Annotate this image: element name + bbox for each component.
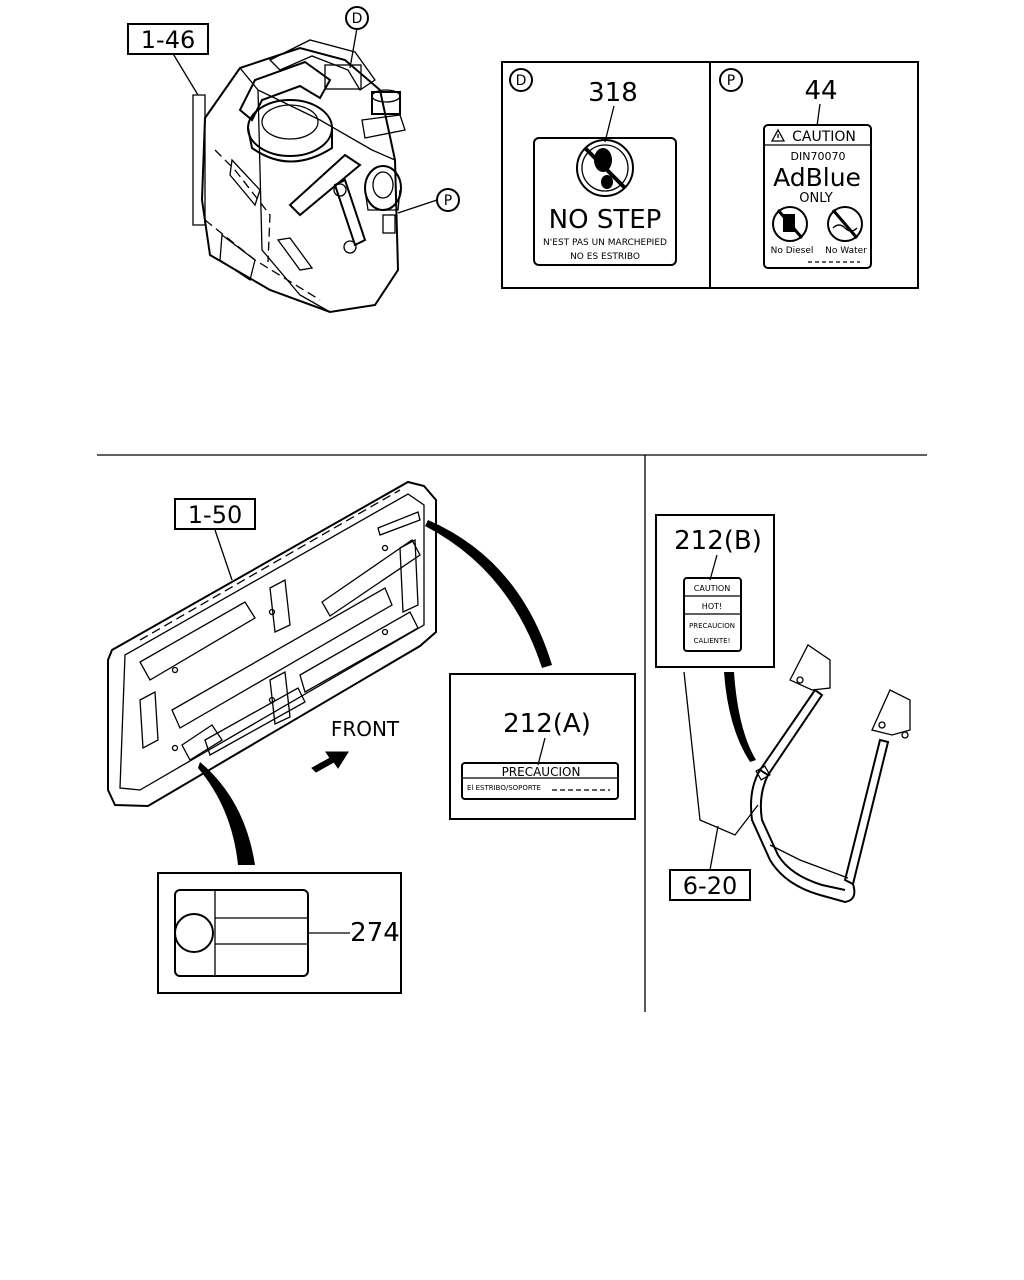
no-step-text: NO STEP bbox=[549, 205, 662, 235]
caliente-text: CALIENTE! bbox=[694, 637, 731, 645]
marker-p-text: P bbox=[444, 193, 452, 209]
label-212a-detail: 212(A) PRECAUCION El ESTRIBO/SOPORTE bbox=[449, 673, 636, 820]
callout-1-50-text: 1-50 bbox=[188, 501, 242, 529]
din-code: DIN70070 bbox=[791, 150, 846, 163]
warning-triangle-icon bbox=[770, 128, 786, 142]
bracket-drawing bbox=[683, 644, 911, 904]
hot-text: HOT! bbox=[702, 602, 722, 611]
estribo-text: El ESTRIBO/SOPORTE bbox=[467, 784, 541, 792]
part-44-number: 44 bbox=[804, 76, 837, 106]
callout-1-46-text: 1-46 bbox=[141, 26, 195, 54]
no-diesel-text: No Diesel bbox=[771, 246, 814, 256]
label-detail-panel: D 318 NO STEP N'EST PAS UN MARCHEPIED NO… bbox=[501, 61, 919, 289]
callout-1-46: 1-46 bbox=[127, 23, 209, 55]
no-water-icon bbox=[827, 206, 863, 242]
no-water-text: No Water bbox=[825, 246, 867, 256]
marker-d-text: D bbox=[352, 11, 363, 27]
no-step-label: NO STEP N'EST PAS UN MARCHEPIED NO ES ES… bbox=[533, 137, 677, 266]
no-step-spanish: NO ES ESTRIBO bbox=[570, 252, 640, 262]
adblue-caution-label: CAUTION DIN70070 AdBlue ONLY No Diesel N… bbox=[763, 124, 872, 269]
caution-header: CAUTION bbox=[792, 129, 856, 145]
no-step-icon bbox=[576, 139, 634, 197]
no-diesel-icon bbox=[772, 206, 808, 242]
label-274-detail: 274 bbox=[157, 872, 402, 994]
marker-d: D bbox=[345, 6, 369, 30]
panel-marker-d-text: D bbox=[516, 73, 527, 89]
caution-b-text: CAUTION bbox=[694, 584, 730, 593]
only-text: ONLY bbox=[799, 191, 832, 206]
callout-6-20: 6-20 bbox=[669, 869, 751, 901]
front-text: FRONT bbox=[331, 717, 400, 741]
front-direction-indicator: FRONT bbox=[311, 717, 400, 773]
precaucion-b-text: PRECAUCION bbox=[689, 622, 735, 630]
part-318-number: 318 bbox=[588, 78, 638, 108]
no-step-french: N'EST PAS UN MARCHEPIED bbox=[543, 238, 667, 248]
precaucion-title: PRECAUCION bbox=[502, 765, 581, 779]
front-arrow-icon bbox=[311, 751, 349, 773]
part-212b-number: 212(B) bbox=[674, 526, 762, 556]
adblue-text: AdBlue bbox=[773, 163, 861, 192]
callout-1-50: 1-50 bbox=[174, 498, 256, 530]
step-panel-drawing bbox=[107, 480, 552, 865]
part-212a-number: 212(A) bbox=[503, 709, 591, 739]
label-212b-detail: 212(B) CAUTION HOT! PRECAUCION CALIENTE! bbox=[655, 514, 775, 668]
part-274-number: 274 bbox=[350, 918, 400, 948]
panel-marker-p-text: P bbox=[727, 73, 735, 89]
callout-6-20-text: 6-20 bbox=[683, 872, 737, 900]
marker-p: P bbox=[436, 188, 460, 212]
adblue-tank-drawing bbox=[171, 27, 438, 314]
